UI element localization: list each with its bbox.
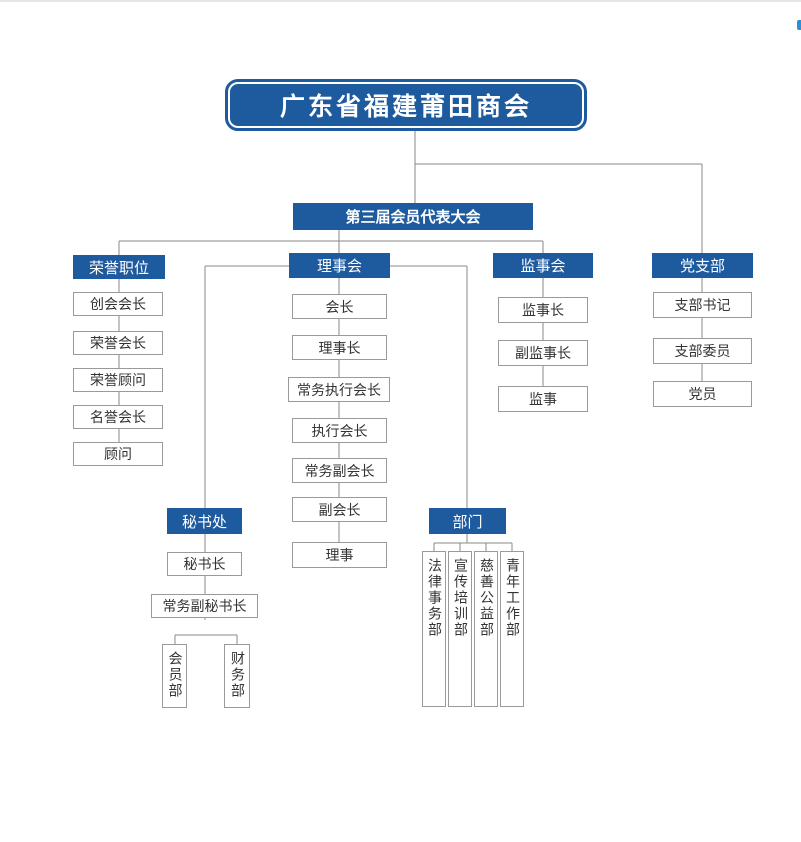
- department-item: 慈善公益部: [474, 551, 498, 707]
- honor-item: 创会会长: [73, 292, 163, 316]
- corner-accent: [797, 20, 801, 30]
- honor-item: 顾问: [73, 442, 163, 466]
- department-item: 宣传培训部: [448, 551, 472, 707]
- council-item: 副会长: [292, 497, 387, 522]
- party-header: 党支部: [652, 253, 753, 278]
- council-item: 会长: [292, 294, 387, 319]
- supervisory-item: 监事: [498, 386, 588, 412]
- council-item: 常务执行会长: [288, 377, 390, 402]
- honor-item: 名誉会长: [73, 405, 163, 429]
- department-item: 法律事务部: [422, 551, 446, 707]
- council-item: 理事: [292, 542, 387, 568]
- council-header: 理事会: [289, 253, 390, 278]
- honor-item: 荣誉顾问: [73, 368, 163, 392]
- supervisory-item: 副监事长: [498, 340, 588, 366]
- membership-dept: 会员部: [162, 644, 187, 708]
- supervisory-item: 监事长: [498, 297, 588, 323]
- assembly-box: 第三届会员代表大会: [293, 203, 533, 230]
- council-item: 执行会长: [292, 418, 387, 443]
- party-item: 党员: [653, 381, 752, 407]
- org-title: 广东省福建莆田商会: [225, 79, 587, 131]
- top-divider: [0, 0, 801, 2]
- department-item: 青年工作部: [500, 551, 524, 707]
- finance-dept: 财务部: [224, 644, 250, 708]
- honor-item: 荣誉会长: [73, 331, 163, 355]
- secretariat-item: 秘书长: [167, 552, 242, 576]
- secretariat-header: 秘书处: [167, 508, 242, 534]
- secretariat-item: 常务副秘书长: [151, 594, 258, 618]
- council-item: 理事长: [292, 335, 387, 360]
- party-item: 支部委员: [653, 338, 752, 364]
- supervisory-header: 监事会: [493, 253, 593, 278]
- honor-header: 荣誉职位: [73, 255, 165, 279]
- party-item: 支部书记: [653, 292, 752, 318]
- departments-header: 部门: [429, 508, 506, 534]
- council-item: 常务副会长: [292, 458, 387, 483]
